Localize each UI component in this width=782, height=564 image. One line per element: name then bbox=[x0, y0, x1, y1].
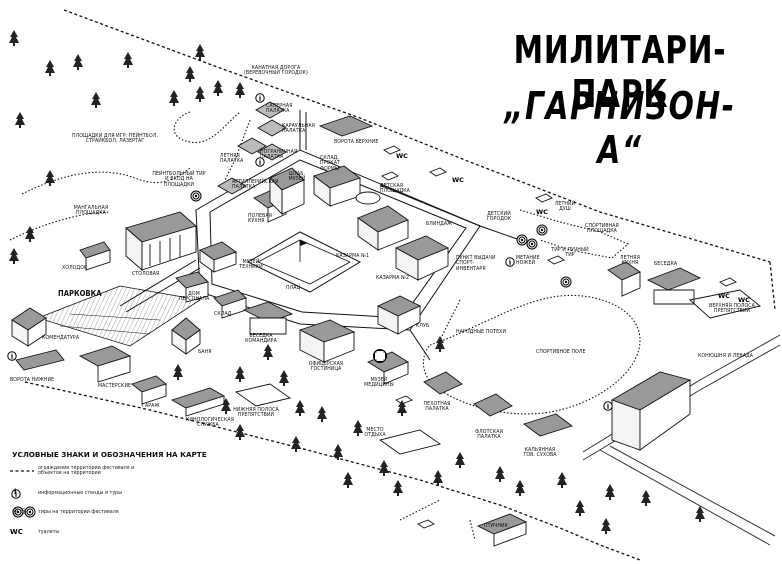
label-masterskie: МАСТЕРСКИЕ bbox=[98, 383, 132, 389]
label-konyushnya: КОНЮШНЯ И ЛЕВАДА bbox=[698, 353, 754, 359]
label-sklad-prokat: СКЛАД, ПРОКАТ ФОРМЫ bbox=[320, 155, 340, 172]
label-sapernaya: САПЕРНАЯ ПАЛАТКА bbox=[266, 103, 293, 115]
label-plac: ПЛАЦ bbox=[286, 285, 301, 291]
label-kinologicheskaya: КИНОЛОГИЧЕСКАЯ СЛУЖБА bbox=[186, 417, 235, 429]
dotted-paths bbox=[9, 111, 641, 541]
label-klub: КЛУБ bbox=[416, 323, 430, 329]
label-narodnye-poteshki: НАРОДНЫЕ ПОТЕХИ bbox=[456, 329, 507, 335]
label-karaulnaya: КАРАУЛЬНАЯ ПАЛАТКА bbox=[282, 123, 316, 135]
label-muzey-mediciny: МУЗЕЙ МЕДИЦИНЫ bbox=[364, 377, 394, 389]
label-vorota-verhnie: ВОРОТА ВЕРХНИЕ bbox=[334, 139, 379, 145]
first-aid-icon bbox=[373, 349, 387, 363]
label-pehotnaya: ПЕХОТНАЯ ПАЛАТКА bbox=[423, 401, 451, 413]
label-paintball-tir: ПЕЙНТБОЛЬНЫЙ ТИР И ВХОД НА ПЛОЩАДКИ bbox=[152, 171, 206, 188]
legend-symbol-wc: WC bbox=[10, 528, 23, 536]
label-letnyaya-palatka: ЛЕТНЯЯ ПАЛАТКА bbox=[220, 153, 244, 165]
label-kazarma2: КАЗАРМА №2 bbox=[376, 275, 410, 281]
label-kanatnaya: КАНАТНАЯ ДОРОГА(ВЕРЕВОЧНЫЙ ГОРОДОК) bbox=[244, 65, 308, 77]
label-holodok: ХОЛОДОК bbox=[62, 265, 88, 271]
label-shtab: ШТАБ, МУЗЕЙ bbox=[288, 171, 306, 183]
wc-label: WC bbox=[536, 208, 548, 216]
legend-title: УСЛОВНЫЕ ЗНАКИ И ОБОЗНАЧЕНИЯ НА КАРТЕ bbox=[12, 450, 207, 459]
parking-area bbox=[36, 285, 202, 347]
label-flotskaya: ФЛОТСКАЯ ПАЛАТКА bbox=[475, 429, 503, 441]
legend-item-info: информационные стенды и туры bbox=[38, 491, 123, 496]
buildings bbox=[11, 101, 761, 547]
legend-symbol-target: ◎ ◎ bbox=[12, 507, 27, 515]
label-pogranichnaya: ПОГРАНИЧНАЯ ПАЛАТКА bbox=[260, 149, 298, 161]
label-sportivnoe-pole: СПОРТИВНОЕ ПОЛЕ bbox=[536, 349, 586, 355]
label-vorota-nizhnie: ВОРОТА НИЖНИЕ bbox=[10, 377, 55, 383]
territory-fence bbox=[24, 9, 776, 561]
label-komendatura: КОМЕНДАТУРА bbox=[42, 335, 80, 341]
label-sportivnaya-ploschadka: СПОРТИВНАЯ ПЛОЩАДКА bbox=[585, 223, 619, 235]
label-letniy-dush: ЛЕТНИЙ ДУШ bbox=[554, 201, 576, 213]
label-letnyaya-kuhnya: ЛЕТНЯЯ КУХНЯ bbox=[620, 255, 640, 267]
label-garazh: ГАРАЖ bbox=[142, 403, 160, 409]
label-besedka-komandira: БЕСЕДКА КОМАНДИРА bbox=[245, 333, 277, 345]
wc-label: WC bbox=[738, 296, 750, 304]
label-tir-luchnyy: ТИР И ЛУЧНЫЙ ТИР bbox=[551, 247, 589, 259]
label-besedka: БЕСЕДКА bbox=[654, 261, 678, 267]
label-banya: БАНЯ bbox=[198, 349, 212, 355]
label-detskaya-ploschadka: ДЕТСКАЯ ПЛОЩАДКА bbox=[380, 183, 410, 195]
label-artilleriyskaya: АРТИЛЛЕРИЙСКАЯ ПАЛАТКА bbox=[232, 179, 279, 191]
label-blindazh: БЛИНДАЖ bbox=[426, 221, 453, 227]
legend-item-wc: туалеты bbox=[38, 530, 60, 535]
label-parkovka: ПАРКОВКА bbox=[58, 289, 102, 298]
label-ptichnik: ПТИЧНИК bbox=[484, 523, 509, 529]
label-detskiy-gorodok: ДЕТСКИЙ ГОРОДОК bbox=[486, 211, 512, 223]
label-dom-personala: ДОМ ПЕРСОНАЛА bbox=[178, 291, 210, 303]
wc-label: WC bbox=[396, 152, 408, 160]
label-sklad: СКЛАД bbox=[214, 311, 232, 317]
label-stolovaya: СТОЛОВАЯ bbox=[132, 271, 160, 277]
wc-label: WC bbox=[452, 176, 464, 184]
label-kalyannaya: КАЛЬЯННАЯ ТОВ. СУХОВА bbox=[523, 447, 557, 459]
legend-item-fence: ограждение территории фестиваля и объект… bbox=[38, 466, 135, 477]
label-polevaya-kuhnya: ПОЛЕВАЯ КУХНЯ bbox=[248, 213, 272, 225]
label-ploschadki: ПЛОЩАДКИ ДЛЯ ИГР: ПЕЙНТБОЛ, СТРАЙКБОЛ, Л… bbox=[72, 133, 158, 145]
label-oficerskaya: ОФИЦЕРСКАЯ ГОСТИНИЦА bbox=[308, 361, 344, 373]
legend-symbol-info: i bbox=[14, 488, 17, 496]
legend-item-target: тиры на территории фестиваля bbox=[38, 510, 119, 515]
label-kazarma1: КАЗАРМА №1 bbox=[336, 253, 370, 259]
label-nizhnyaya-polosa: НИЖНЯЯ ПОЛОСА ПРЕПЯТСТВИЙ bbox=[233, 407, 279, 419]
label-punkt-vydachi: ПУНКТ ВЫДАЧИ СПОРТ-ИНВЕНТАРЯ bbox=[456, 255, 496, 272]
parade-ground bbox=[246, 231, 362, 293]
label-metanie-nozhey: МЕТАНИЕ НОЖЕЙ bbox=[516, 255, 540, 267]
park-title-line1: МИЛИТАРИ-ПАРК bbox=[513, 28, 727, 116]
park-title-line2: „ГАРНИЗОН-А“ bbox=[504, 84, 736, 172]
label-verhnyaya-polosa: ВЕРХНЯЯ ПОЛОСА ПРЕПЯТСТВИЙ bbox=[709, 303, 755, 315]
wc-label: WC bbox=[718, 292, 730, 300]
label-muzey-tehniki: МУЗЕЙ ТЕХНИКИ bbox=[239, 259, 263, 271]
label-mesto-otdyha: МЕСТО ОТДЫХА bbox=[364, 427, 386, 439]
label-mangalnaya: МАНГАЛЬНАЯ ПЛОЩАДКА bbox=[73, 205, 109, 217]
